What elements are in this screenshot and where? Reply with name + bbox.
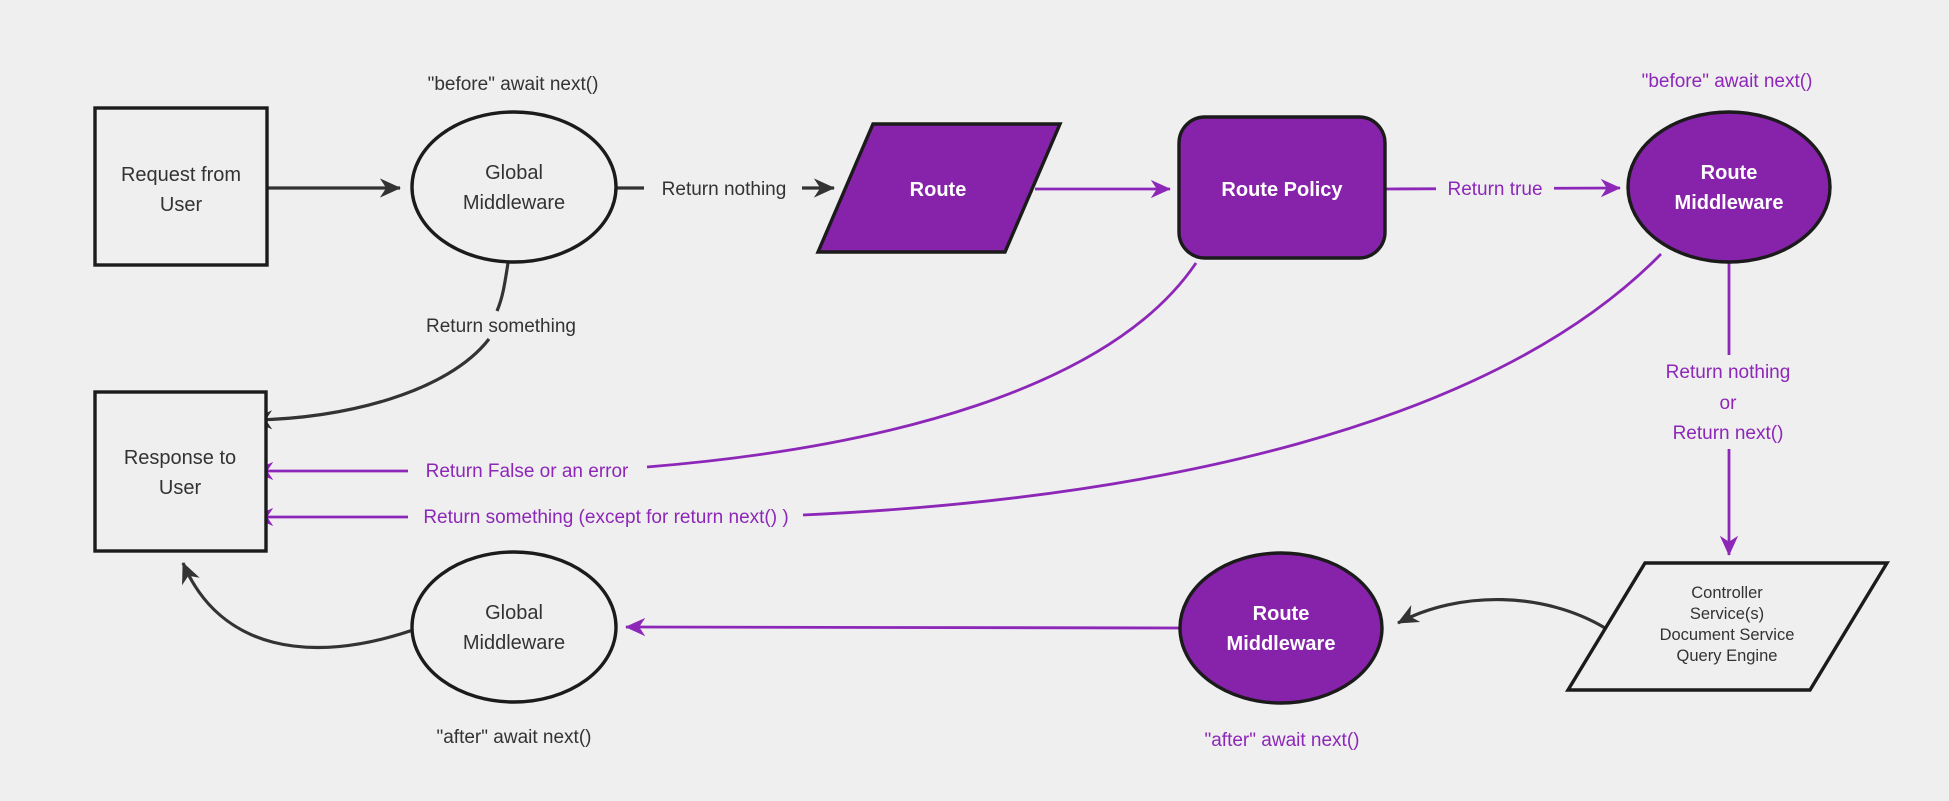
node-response-to-user — [93, 390, 268, 553]
return-something-except-label: Return something (except for return next… — [423, 507, 788, 528]
global-middleware-top-line1: Global — [485, 162, 543, 184]
edge-global-middleware-bottom-to-response — [181, 562, 414, 650]
after-await-next-left-label: "after" await next() — [437, 727, 592, 748]
route-label: Route — [910, 179, 967, 201]
return-false-label: Return False or an error — [426, 461, 629, 482]
route-middleware-top-line2: Middleware — [1675, 192, 1784, 214]
request-from-user-line1: Request from — [121, 164, 241, 186]
return-true-label-bg — [1436, 173, 1554, 203]
return-nothing-or-line3: Return next() — [1673, 423, 1784, 444]
node-request-from-user — [93, 106, 269, 267]
edge-route-middleware-bottom-to-global-middleware-bottom — [625, 617, 1181, 637]
after-await-next-bottom-label: "after" await next() — [1205, 730, 1360, 751]
node-services — [1564, 561, 1891, 692]
node-route-middleware-bottom — [1178, 551, 1384, 705]
return-something-label: Return something — [426, 316, 576, 337]
return-nothing-or-line1: Return nothing — [1666, 362, 1791, 383]
node-route — [815, 122, 1063, 254]
services-line2: Service(s) — [1690, 605, 1764, 623]
services-line1: Controller — [1691, 584, 1763, 602]
request-from-user-line2: User — [160, 194, 203, 216]
global-middleware-top-line2: Middleware — [463, 192, 565, 214]
node-global-middleware-bottom — [410, 550, 618, 704]
route-middleware-bottom-line2: Middleware — [1227, 633, 1336, 655]
edge-return-false-curve — [646, 262, 1198, 469]
return-true-label: Return true — [1447, 179, 1542, 200]
return-nothing-label-bg — [644, 173, 802, 203]
services-line3: Document Service — [1660, 626, 1795, 644]
before-await-next-right-label: "before" await next() — [1642, 71, 1813, 92]
response-to-user-line2: User — [159, 477, 202, 499]
services-line4: Query Engine — [1677, 647, 1778, 665]
edge-return-something-lower — [251, 338, 491, 430]
route-middleware-bottom-line1: Route — [1253, 603, 1310, 625]
edge-return-something-upper — [495, 262, 510, 312]
route-policy-label: Route Policy — [1221, 179, 1343, 201]
edge-return-something-except-curve — [802, 253, 1662, 517]
node-global-middleware-top — [410, 110, 618, 264]
route-middleware-top-line1: Route — [1701, 162, 1758, 184]
before-await-next-top-label: "before" await next() — [428, 74, 599, 95]
return-nothing-or-label-bg — [1644, 355, 1814, 449]
global-middleware-bottom-line1: Global — [485, 602, 543, 624]
global-middleware-bottom-line2: Middleware — [463, 632, 565, 654]
response-to-user-line1: Response to — [124, 447, 236, 469]
node-route-policy — [1177, 115, 1387, 260]
node-route-middleware-top — [1626, 110, 1832, 264]
edge-services-to-route-middleware-bottom — [1397, 598, 1606, 630]
return-nothing-or-line2: or — [1720, 393, 1738, 414]
return-nothing-label: Return nothing — [662, 179, 787, 200]
